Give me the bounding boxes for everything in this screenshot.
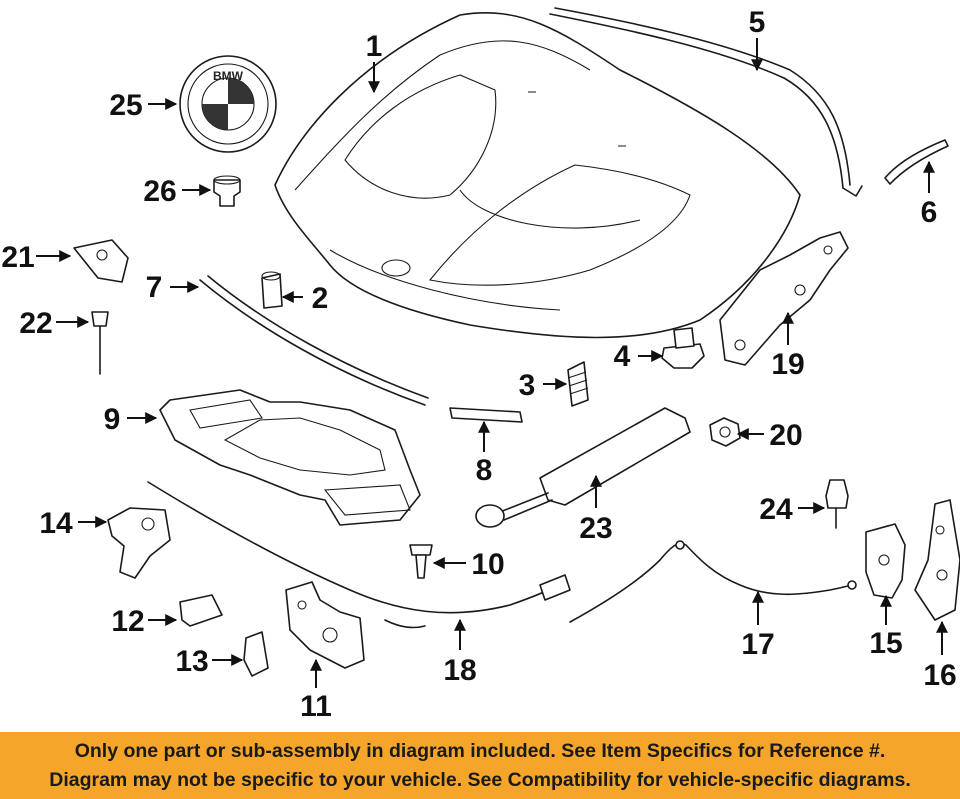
- part-bumper-2: [261, 271, 283, 309]
- disclaimer-line-2: Diagram may not be specific to your vehi…: [49, 768, 911, 791]
- callout-7: 7: [146, 271, 163, 304]
- part-seal-6: [884, 139, 949, 185]
- part-emblem: BMW: [179, 55, 277, 153]
- part-pin-22: [91, 311, 109, 375]
- callout-26: 26: [143, 175, 176, 208]
- part-bracket-14: [107, 507, 171, 579]
- part-hinge-19: [719, 231, 849, 366]
- callout-6: 6: [921, 196, 938, 229]
- callout-8: 8: [476, 454, 493, 487]
- callout-25: 25: [109, 89, 142, 122]
- part-bumper-3: [567, 361, 589, 407]
- parts-diagram: BMW: [1, 6, 960, 723]
- callout-22: 22: [19, 307, 52, 340]
- part-lock-16: [914, 499, 960, 621]
- part-lift-support: [475, 407, 691, 528]
- emblem-lettering: BMW: [213, 69, 244, 83]
- part-push-pin-10: [409, 544, 433, 579]
- callout-18: 18: [443, 654, 476, 687]
- callout-15: 15: [869, 627, 902, 660]
- callout-3: 3: [519, 369, 536, 402]
- callout-23: 23: [579, 512, 612, 545]
- callout-19: 19: [771, 348, 804, 381]
- callout-12: 12: [111, 605, 144, 638]
- disclaimer-banner: Only one part or sub-assembly in diagram…: [0, 732, 960, 799]
- callout-16: 16: [923, 659, 956, 692]
- callout-9: 9: [104, 403, 121, 436]
- part-insulator-9: [159, 389, 421, 526]
- callout-1: 1: [366, 30, 383, 63]
- part-grommet-26: [213, 175, 241, 207]
- part-cable-18: [147, 481, 571, 629]
- part-bolt-24: [825, 479, 849, 529]
- part-seal-8: [449, 407, 523, 423]
- part-seal-7: [199, 275, 429, 406]
- callout-numbers: 1 2 3 4 5 6 7 8 9 10 11 12 13 14 15 16 1…: [1, 6, 956, 723]
- callout-17: 17: [741, 628, 774, 661]
- callout-14: 14: [39, 507, 73, 540]
- part-clip-12: [179, 594, 223, 627]
- part-hood: [274, 11, 801, 339]
- callout-21: 21: [1, 241, 34, 274]
- disclaimer-line-1: Only one part or sub-assembly in diagram…: [74, 739, 886, 762]
- part-clip-4: [661, 327, 705, 369]
- callout-4: 4: [614, 340, 631, 373]
- part-seal-strip: [549, 7, 863, 197]
- part-clip-13: [243, 631, 269, 677]
- callout-11: 11: [300, 690, 332, 723]
- part-cable-17: [569, 540, 857, 623]
- callout-20: 20: [769, 419, 802, 452]
- leader-lines: [36, 38, 948, 688]
- callout-5: 5: [749, 6, 766, 39]
- callout-10: 10: [471, 548, 504, 581]
- part-latch-11: [285, 581, 365, 669]
- callout-24: 24: [759, 493, 793, 526]
- part-nut-20: [709, 417, 741, 447]
- callout-2: 2: [312, 282, 329, 315]
- callout-13: 13: [175, 645, 208, 678]
- part-lock-15: [865, 523, 906, 599]
- part-bracket-21: [73, 239, 129, 283]
